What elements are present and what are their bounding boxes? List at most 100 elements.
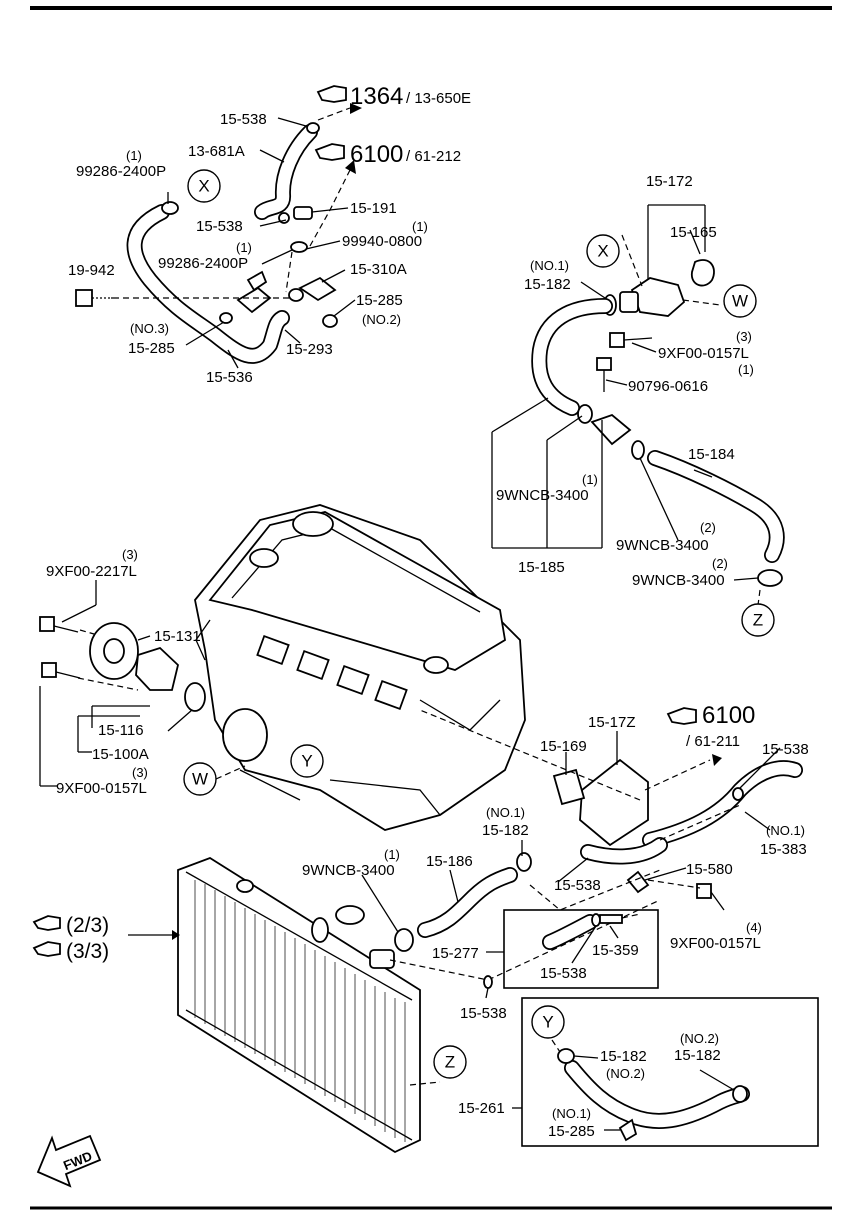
water-pump-gasket	[184, 682, 206, 712]
part-label: 9WNCB-3400	[302, 862, 395, 879]
gasket	[691, 259, 715, 287]
part-label: 15-182	[482, 822, 529, 839]
part-label: 15-131	[154, 628, 201, 645]
arrow-head	[345, 160, 356, 174]
radiator-assembly	[128, 840, 661, 1154]
bolt-head	[41, 662, 57, 678]
part-label: 15-169	[540, 738, 587, 755]
callout-y-engine: Y	[290, 744, 324, 778]
quantity-label: (3)	[736, 329, 752, 344]
bracket-15-310A	[298, 276, 337, 302]
ref-text: (3/3)	[66, 940, 109, 963]
part-label: 9XF00-0157L	[670, 935, 761, 952]
part-label: 15-580	[686, 861, 733, 878]
part-label: 15-538	[554, 877, 601, 894]
hose-box-15-277	[483, 909, 659, 999]
hose-bracket-clip	[246, 270, 268, 292]
part-label: 15-185	[518, 559, 565, 576]
part-label: 15-285	[548, 1123, 595, 1140]
callout-label: Z	[445, 1053, 455, 1072]
hose-clamp	[516, 852, 532, 872]
part-label: 15-538	[540, 965, 587, 982]
bolt-head	[696, 883, 712, 899]
part-label: 15-538	[460, 1005, 507, 1022]
hose-joint	[293, 206, 313, 220]
quantity-label: (NO.2)	[680, 1031, 719, 1046]
quantity-label: (1)	[412, 219, 428, 234]
hose-clamp	[757, 569, 783, 587]
hose-clamp	[290, 241, 308, 253]
pointing-hand-icon	[32, 915, 61, 931]
callout-label: X	[597, 242, 608, 261]
part-label: 9WNCB-3400	[496, 487, 589, 504]
hose-clamp	[557, 1048, 575, 1064]
part-label: 15-261	[458, 1100, 505, 1117]
hose-clamp	[732, 787, 744, 801]
arrow-head	[712, 754, 722, 766]
callout-label: W	[732, 292, 748, 311]
hose-group-upper-left	[75, 103, 362, 369]
part-label: 15-100A	[92, 746, 149, 763]
part-label: 99286-2400P	[158, 255, 248, 272]
arrow-head	[350, 103, 362, 114]
part-label: 9XF00-2217L	[46, 563, 137, 580]
hose-clamp	[322, 314, 338, 328]
quantity-label: (NO.2)	[362, 312, 401, 327]
ref-6100-lower: 6100 / 61-211	[666, 702, 755, 750]
callout-z-lower: Z	[433, 1045, 467, 1079]
part-label: 15-536	[206, 369, 253, 386]
engine-assembly	[194, 504, 526, 831]
thermostat-gasket	[552, 768, 586, 806]
oil-filler-cap	[292, 511, 334, 537]
quantity-label: (1)	[738, 362, 754, 377]
thermostat-housing	[579, 758, 649, 847]
part-label: 9WNCB-3400	[616, 537, 709, 554]
part-label: 90796-0616	[628, 378, 708, 395]
part-label: 15-310A	[350, 261, 407, 278]
part-label: 13-681A	[188, 143, 245, 160]
callout-label: Y	[542, 1013, 553, 1032]
ref-number: 1364	[350, 83, 403, 110]
radiator-filler-neck	[335, 905, 365, 925]
part-label: 15-184	[688, 446, 735, 463]
hose-group-upper-right	[491, 204, 785, 606]
quantity-label: (NO.1)	[486, 805, 525, 820]
hose-clamp	[219, 312, 233, 324]
part-label: 15-191	[350, 200, 397, 217]
callout-w-right: W	[723, 284, 757, 318]
pointing-hand-icon	[666, 707, 697, 725]
hose-clamp	[577, 404, 593, 424]
radiator-outlet	[369, 949, 395, 969]
bolt-head	[39, 616, 55, 632]
part-label: 15-359	[592, 942, 639, 959]
outlet-pipe	[619, 291, 639, 313]
pointing-hand-icon	[316, 85, 347, 103]
part-label: 15-277	[432, 945, 479, 962]
ref-text: (2/3)	[66, 914, 109, 937]
intake-port	[336, 665, 370, 695]
water-outlet-housing	[630, 277, 686, 317]
hose-fitting	[590, 413, 632, 446]
bolt-head	[75, 289, 93, 307]
part-label: 15-285	[356, 292, 403, 309]
part-label: 15-285	[128, 340, 175, 357]
part-label: 15-182	[600, 1048, 647, 1065]
part-labels: 15-538 13-681A (1) 99286-2400P 15-538 15…	[46, 111, 809, 1140]
part-label: 9XF00-0157L	[56, 780, 147, 797]
bolt-head	[609, 332, 625, 348]
quantity-label: (1)	[384, 847, 400, 862]
part-label: 15-17Z	[588, 714, 636, 731]
quantity-label: (NO.1)	[552, 1106, 591, 1121]
hose-clamp	[288, 288, 304, 302]
part-label: 15-538	[196, 218, 243, 235]
part-label: 15-116	[98, 722, 144, 739]
hose-clamp	[306, 122, 320, 134]
hose-clamp	[161, 201, 179, 215]
water-pump-parts	[39, 580, 206, 787]
pointing-hand-icon	[314, 143, 345, 161]
callout-label: Y	[301, 752, 312, 771]
arrow-head	[172, 930, 180, 940]
part-label: 15-538	[762, 741, 809, 758]
ref-2-3: (2/3)	[32, 914, 109, 937]
